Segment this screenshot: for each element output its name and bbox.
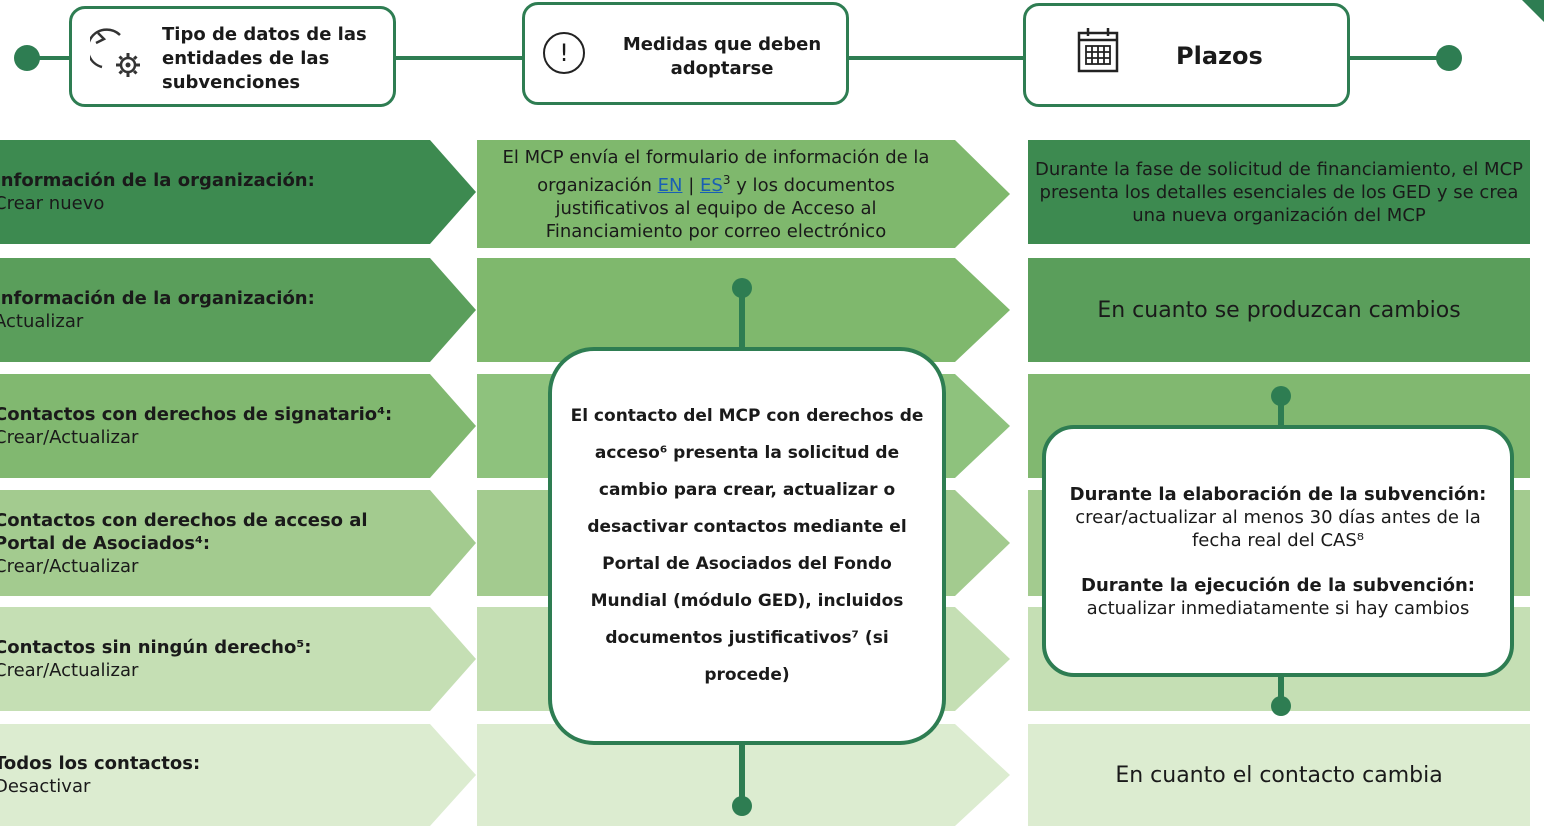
row-title: Contactos sin ningún derecho⁵:	[0, 637, 312, 658]
header-deadlines: Plazos	[1023, 3, 1350, 107]
action-top-line	[739, 288, 745, 350]
exec-text: actualizar inmediatamente si hay cambios	[1086, 597, 1470, 619]
contacts-deadline-box: Durante la elaboración de la subvención:…	[1042, 425, 1514, 677]
header-deadlines-title: Plazos	[1176, 42, 1263, 70]
row-all-contacts: Todos los contactos:Desactivar	[0, 724, 476, 826]
row-title: Todos los contactos:	[0, 753, 201, 774]
row-portal-contacts: Contactos con derechos de acceso al Port…	[0, 490, 476, 596]
deadline-org-update: En cuanto se produzcan cambios	[1028, 258, 1530, 362]
calendar-icon	[1076, 26, 1120, 78]
deadline-top-line	[1278, 396, 1284, 428]
row-subtitle: Desactivar	[0, 776, 91, 797]
header-end-dot	[1436, 45, 1462, 71]
contacts-action-box: El contacto del MCP con derechos de acce…	[548, 347, 946, 745]
prep-bold: Durante la elaboración de la subvención:	[1069, 483, 1487, 505]
corner-decoration	[1522, 0, 1544, 22]
header-data-type-title: Tipo de datos de las entidades de las su…	[162, 24, 367, 93]
row-org-new: Información de la organización:Crear nue…	[0, 140, 476, 244]
row-subtitle: Crear/Actualizar	[0, 427, 139, 448]
deadline-deactivate: En cuanto el contacto cambia	[1028, 724, 1530, 826]
deadline-bottom-line	[1278, 674, 1284, 706]
deadline-org-new: Durante la fase de solicitud de financia…	[1028, 140, 1530, 244]
header-start-dot	[14, 45, 40, 71]
row-subtitle: Crear/Actualizar	[0, 660, 139, 681]
action-org-new: El MCP envía el formulario de informació…	[477, 140, 1010, 248]
action-bottom-dot	[732, 796, 752, 816]
link-en[interactable]: EN	[657, 174, 683, 196]
exclamation-icon: !	[543, 32, 585, 74]
header-actions-title: Medidas que deben adoptarse	[622, 34, 822, 79]
row-subtitle: Crear/Actualizar	[0, 555, 139, 577]
row-org-update: Información de la organización:Actualiza…	[0, 258, 476, 362]
header-actions: ! Medidas que deben adoptarse	[522, 2, 849, 105]
row-no-rights-contacts: Contactos sin ningún derecho⁵:Crear/Actu…	[0, 607, 476, 711]
row-title: Información de la organización:	[0, 288, 315, 309]
row-subtitle: Actualizar	[0, 311, 84, 332]
action-org-new-text: El MCP envía el formulario de informació…	[502, 146, 930, 242]
action-bottom-line	[739, 742, 745, 804]
row-title: Contactos con derechos de signatario⁴:	[0, 404, 393, 425]
row-title: Información de la organización:	[0, 170, 315, 191]
link-es[interactable]: ES	[700, 174, 723, 196]
refresh-gear-icon	[86, 27, 144, 85]
prep-text: crear/actualizar al menos 30 días antes …	[1075, 506, 1481, 551]
exec-bold: Durante la ejecución de la subvención:	[1081, 574, 1475, 596]
header-data-type: Tipo de datos de las entidades de las su…	[69, 6, 396, 107]
contacts-action-text: El contacto del MCP con derechos de acce…	[570, 406, 924, 685]
deadline-bottom-dot	[1271, 696, 1291, 716]
row-subtitle: Crear nuevo	[0, 193, 105, 214]
row-title: Contactos con derechos de acceso al Port…	[0, 509, 368, 554]
row-signatory-contacts: Contactos con derechos de signatario⁴:Cr…	[0, 374, 476, 478]
